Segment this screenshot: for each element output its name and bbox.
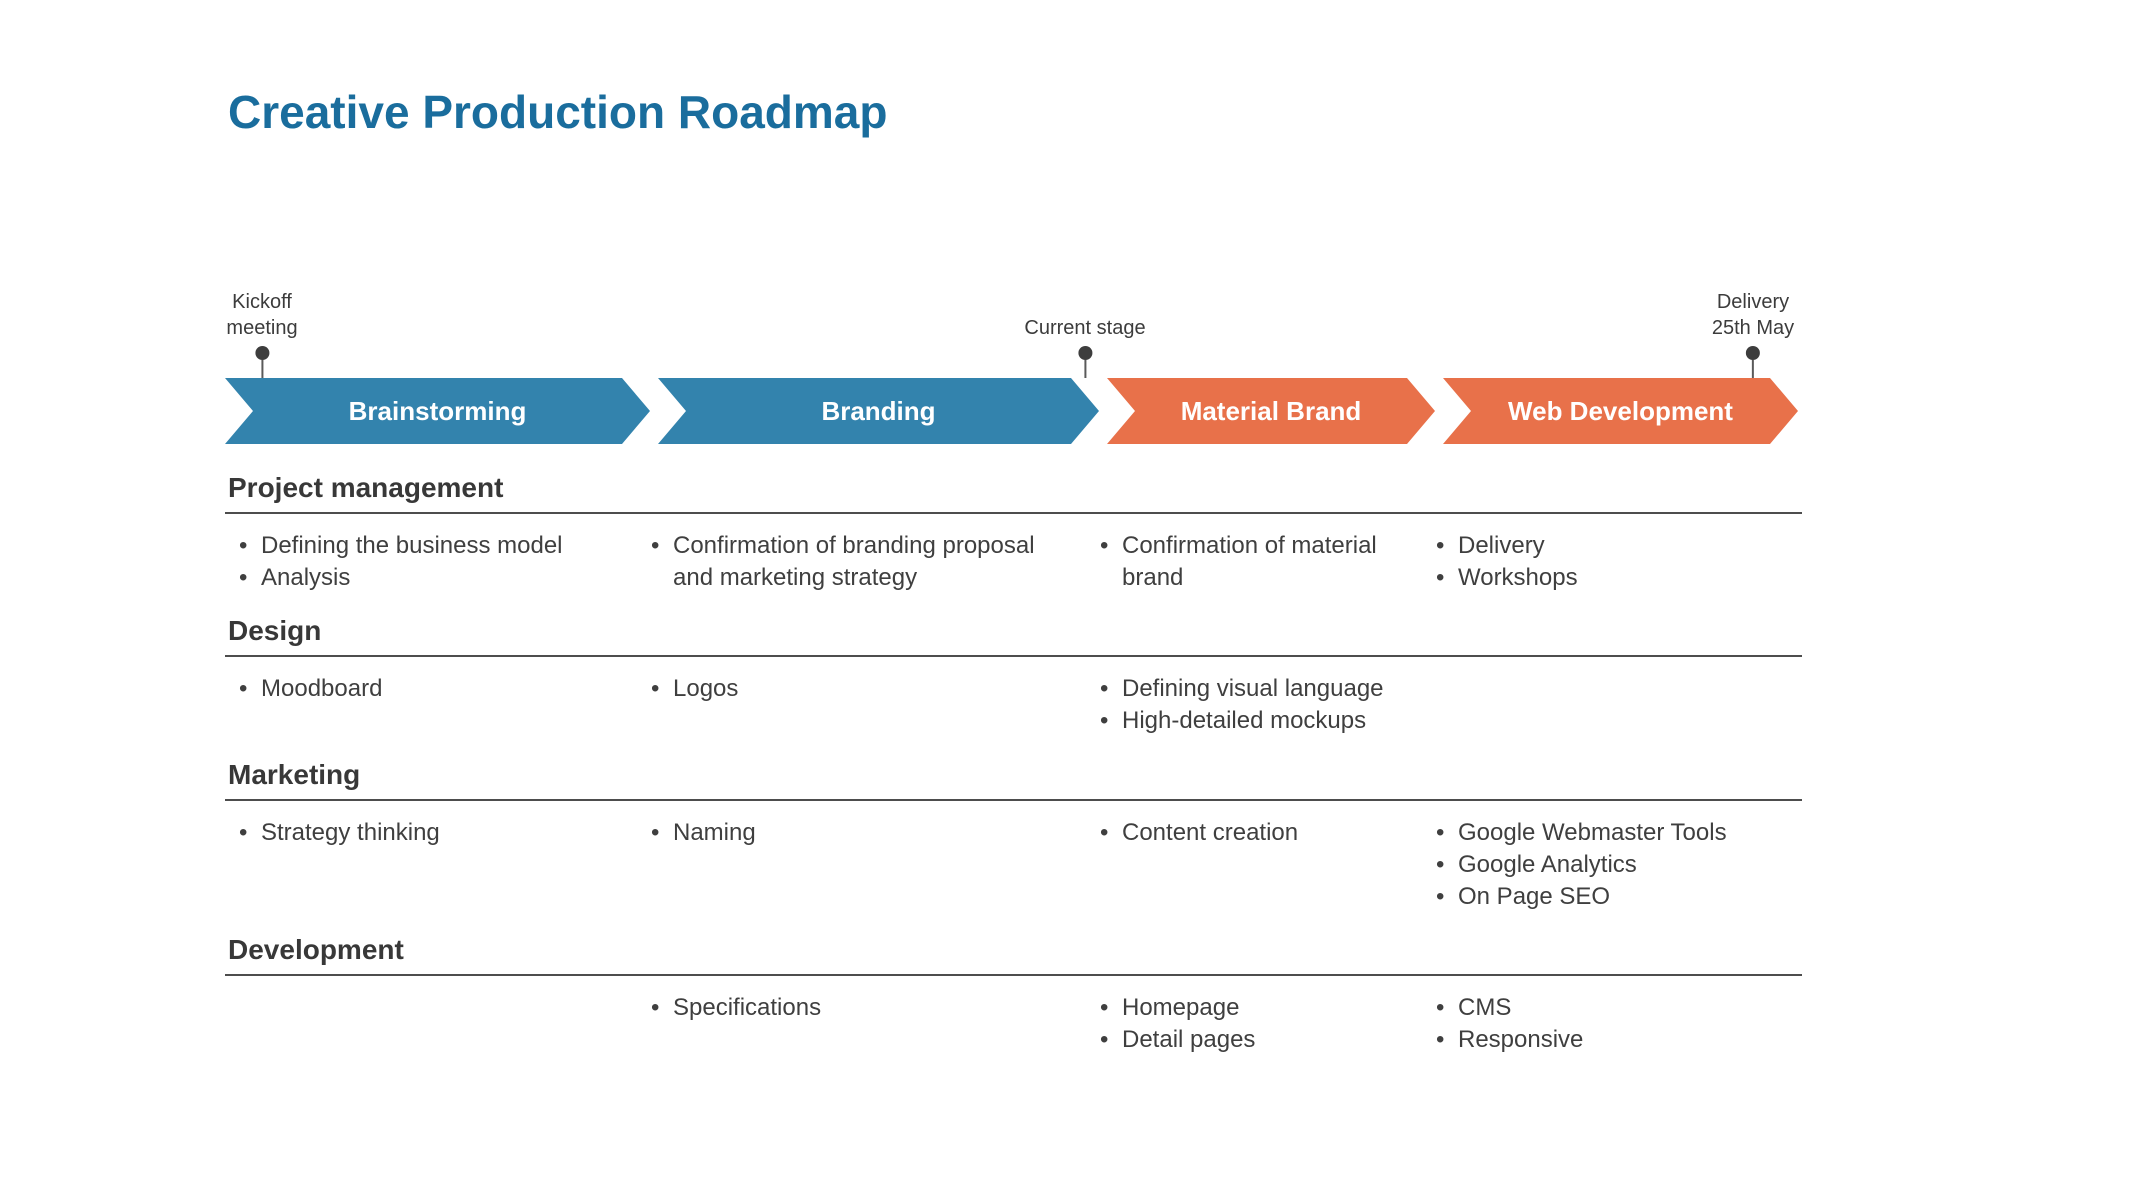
task-item: Responsive <box>1436 1024 1792 1056</box>
milestone-dot-icon <box>1077 346 1092 360</box>
task-item: Defining the business model <box>239 530 627 562</box>
section-grid: Defining the business modelAnalysisConfi… <box>225 514 1802 594</box>
section-grid: Moodboard Logos Defining visual languageHi… <box>225 657 1802 737</box>
stage-arrow-branding: Branding <box>658 378 1099 444</box>
stage-arrow-brainstorming: Brainstorming <box>225 378 650 444</box>
milestone-stick <box>1751 360 1754 378</box>
section-marketing: MarketingStrategy thinking Naming Content … <box>225 757 1802 932</box>
milestone-current-stage: Current stage <box>1024 278 1146 378</box>
section-divider <box>225 974 1802 976</box>
section-cell-col0: Strategy thinking <box>225 817 637 913</box>
stage-label: Branding <box>821 395 936 426</box>
section-title: Design <box>228 615 322 646</box>
section-title: Marketing <box>228 759 361 790</box>
task-item: Defining visual language <box>1100 673 1412 705</box>
page-title: Creative Production Roadmap <box>228 86 888 138</box>
task-item: High-detailed mockups <box>1100 705 1412 737</box>
task-item: Confirmation of branding proposal and ma… <box>651 530 1076 594</box>
section-cell-col1: Naming <box>637 817 1086 913</box>
task-item: Google Webmaster Tools <box>1436 817 1792 849</box>
stage-label: Web Development <box>1508 395 1733 426</box>
task-item: Homepage <box>1100 992 1412 1024</box>
section-title: Project management <box>228 472 504 503</box>
task-item: Naming <box>651 817 1076 849</box>
section-divider <box>225 512 1802 514</box>
section-cell-col1: Specifications <box>637 992 1086 1056</box>
section-cell-col3: DeliveryWorkshops <box>1422 530 1802 594</box>
task-item: CMS <box>1436 992 1792 1024</box>
section-grid: Strategy thinkingNamingContent creationG… <box>225 801 1802 913</box>
section-cell-col0: Defining the business modelAnalysis <box>225 530 637 594</box>
milestone-dot-icon <box>255 346 269 360</box>
stage-label: Material Brand <box>1180 395 1362 426</box>
stage-arrow-material-brand: Material Brand <box>1107 378 1435 444</box>
task-item: Moodboard <box>239 673 627 705</box>
section-design: DesignMoodboard Logos Defining visual lang… <box>225 613 1802 757</box>
task-item: Strategy thinking <box>239 817 627 849</box>
section-title: Development <box>228 934 404 965</box>
milestone-label: Current stage <box>1024 317 1146 339</box>
task-item: Confirmation of material brand <box>1100 530 1412 594</box>
section-cell-col3 <box>1422 673 1802 737</box>
section-divider <box>225 799 1802 801</box>
task-item: Workshops <box>1436 562 1792 594</box>
section-cell-col1: Confirmation of branding proposal and ma… <box>637 530 1086 594</box>
section-cell-col2: HomepageDetail pages <box>1086 992 1422 1056</box>
section-cell-col3: CMSResponsive <box>1422 992 1802 1056</box>
milestone-stick <box>261 360 263 378</box>
task-item: Detail pages <box>1100 1024 1412 1056</box>
task-item: Google Analytics <box>1436 849 1792 881</box>
section-development: DevelopmentSpecifications HomepageDetail … <box>225 932 1802 1082</box>
section-cell-col0: Moodboard <box>225 673 637 737</box>
section-cell-col2: Content creation <box>1086 817 1422 913</box>
section-cell-col2: Confirmation of material brand <box>1086 530 1422 594</box>
stage-label: Brainstorming <box>348 395 527 426</box>
milestone-dot-icon <box>1745 346 1760 360</box>
section-cell-col3: Google Webmaster ToolsGoogle AnalyticsOn… <box>1422 817 1802 913</box>
section-grid: SpecificationsHomepageDetail pagesCMSRes… <box>225 976 1802 1056</box>
task-item: Logos <box>651 673 1076 705</box>
task-item: Specifications <box>651 992 1076 1024</box>
task-item: Content creation <box>1100 817 1412 849</box>
section-cell-col0 <box>225 992 637 1056</box>
task-item: Delivery <box>1436 530 1792 562</box>
task-item: Analysis <box>239 562 627 594</box>
sections: Project managementDefining the business … <box>225 470 1802 1082</box>
task-item: On Page SEO <box>1436 881 1792 913</box>
milestone-stick <box>1083 360 1086 378</box>
section-cell-col2: Defining visual languageHigh-detailed mo… <box>1086 673 1422 737</box>
section-divider <box>225 655 1802 657</box>
stage-arrow-web-development: Web Development <box>1443 378 1798 444</box>
section-project-management: Project managementDefining the business … <box>225 470 1802 613</box>
section-cell-col1: Logos <box>637 673 1086 737</box>
